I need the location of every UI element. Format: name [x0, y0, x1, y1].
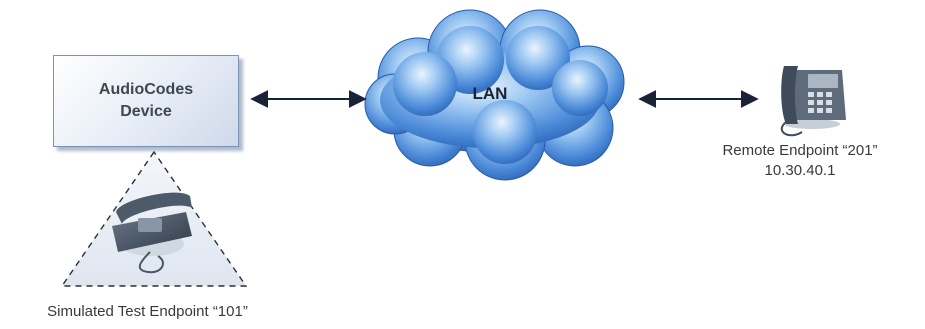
device-label-line1: AudioCodes [98, 81, 194, 98]
lan-cloud [364, 9, 625, 181]
remote-endpoint-label: Remote Endpoint “201” [722, 142, 878, 159]
telephone-icon [112, 192, 192, 274]
audiocodes-device-box: AudioCodes Device [53, 55, 239, 147]
desk-phone-icon [780, 66, 846, 137]
lan-label: LAN [472, 84, 508, 103]
simulated-endpoint-label: Simulated Test Endpoint “101” [47, 303, 248, 320]
remote-endpoint-ip: 10.30.40.1 [764, 162, 836, 179]
device-label-line2: Device [120, 103, 172, 120]
